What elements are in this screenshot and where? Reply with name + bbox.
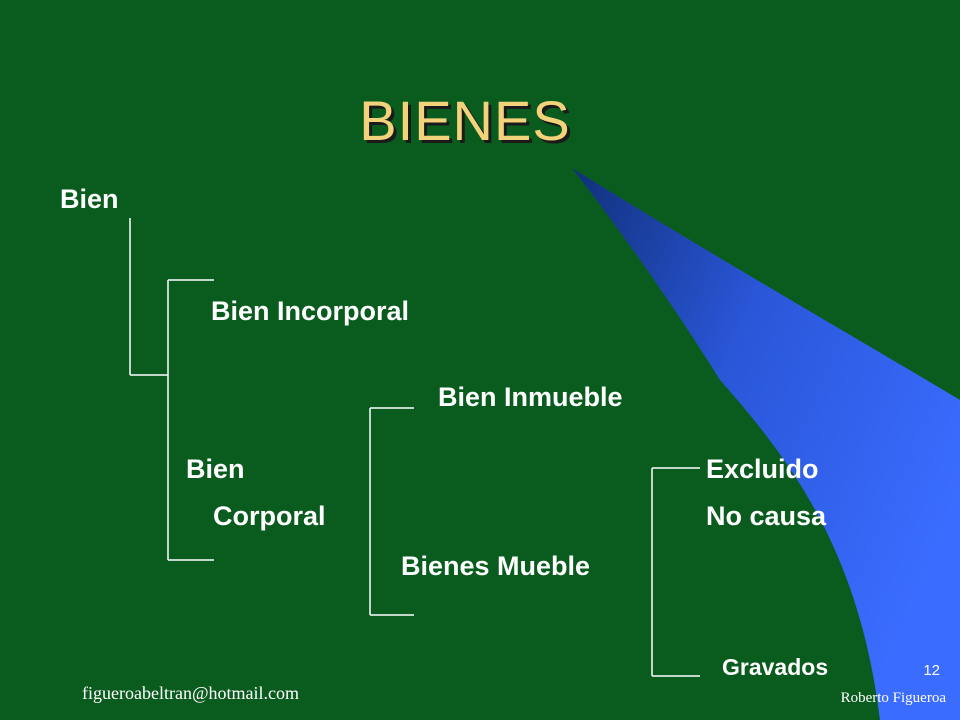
node-bien-corporal-line1: Bien bbox=[186, 454, 245, 484]
node-bienes-mueble: Bienes Mueble bbox=[401, 551, 591, 581]
footer-email: figueroabeltran@hotmail.com bbox=[82, 683, 300, 703]
slide-title: BIENES bbox=[359, 89, 571, 152]
node-gravados: Gravados bbox=[722, 654, 829, 680]
node-bien-corporal-line2: Corporal bbox=[213, 501, 326, 531]
node-bien-inmueble: Bien Inmueble bbox=[438, 382, 623, 412]
node-bien-incorporal: Bien Incorporal bbox=[211, 296, 410, 326]
slide-number: 12 bbox=[923, 662, 940, 679]
node-no-causa: No causa bbox=[706, 501, 827, 531]
footer-author: Roberto Figueroa bbox=[840, 690, 946, 706]
node-bien: Bien bbox=[60, 184, 119, 214]
node-excluido: Excluido bbox=[706, 454, 819, 484]
